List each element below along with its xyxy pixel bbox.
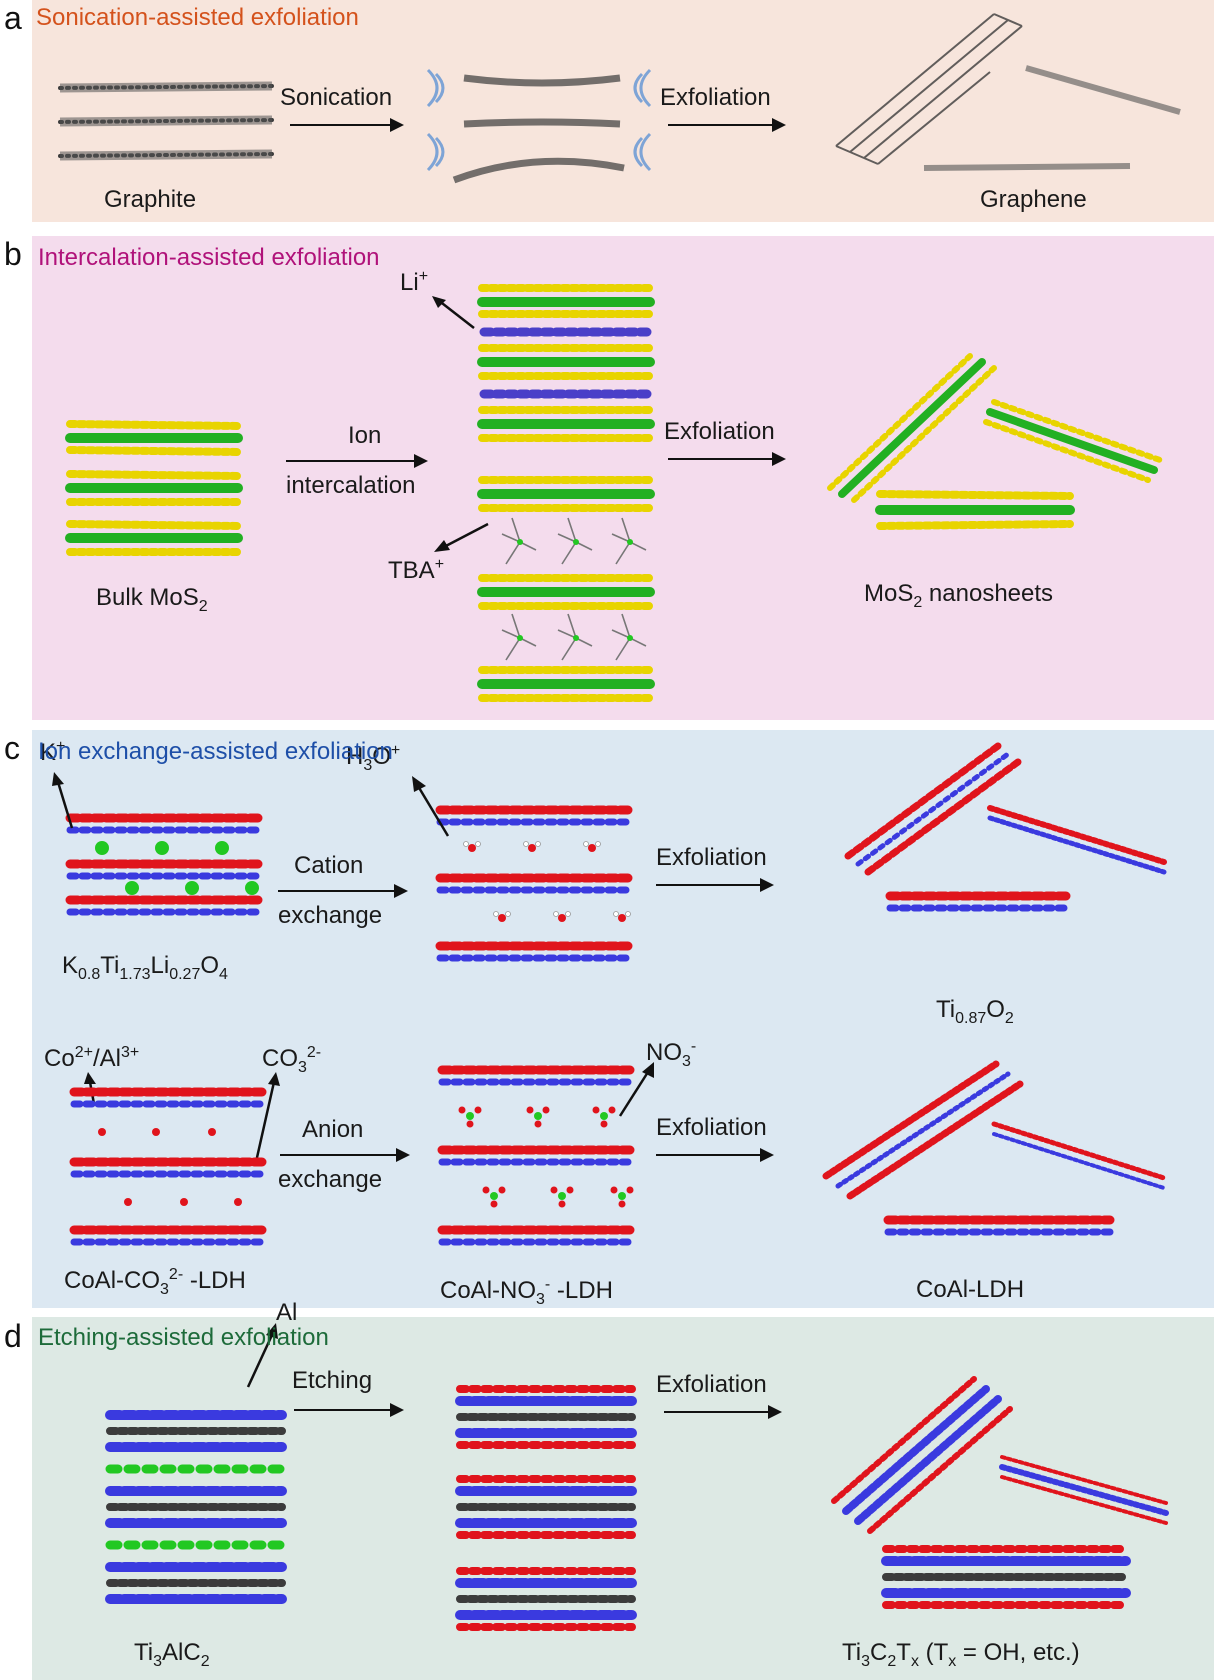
panel-letter-c: c: [4, 730, 20, 766]
sonication-label: Sonication: [280, 84, 393, 111]
ti-oxide-nanosheets-structure: [844, 742, 1167, 912]
panel-a: Graphite Sonication Exfoliation Graphene: [32, 0, 1214, 222]
mxene-nanosheets-structure: [831, 1376, 1169, 1609]
li-ion-label: Li+: [400, 268, 429, 296]
ion-label: Ion: [348, 422, 382, 449]
exfoliation-label-c2: Exfoliation: [656, 1114, 767, 1141]
ti-oxide-formula: Ti0.87O2: [936, 996, 1014, 1027]
cation-label: Cation: [294, 852, 364, 879]
al-pointer-arrow: [246, 1323, 278, 1388]
panel-letter-b: b: [4, 236, 22, 272]
anion-exchange-label: exchange: [278, 1166, 383, 1193]
h3o-pointer-arrow: [412, 776, 450, 837]
tba-intercalated-mos2-structure: [477, 476, 655, 702]
exfoliation-label-b: Exfoliation: [664, 418, 775, 445]
li-pointer-arrow: [432, 296, 475, 329]
cation-exchange-label: exchange: [278, 902, 383, 929]
panel-letter-d: d: [4, 1318, 22, 1354]
k-pointer-arrow: [52, 772, 74, 829]
exfoliation-label-a: Exfoliation: [660, 84, 771, 111]
intercalation-label: intercalation: [286, 472, 416, 499]
coal-co3-ldh-structure: [69, 1087, 271, 1246]
coal-no3-ldh-label: CoAl-NO3- -LDH: [440, 1276, 613, 1308]
ti3alc2-label: Ti3AlC2: [134, 1639, 210, 1670]
exfoliation-arrow-b: [668, 452, 786, 466]
al-label: Al: [276, 1299, 298, 1326]
co3-pointer-arrow: [254, 1072, 280, 1163]
exfoliation-arrow-a: [668, 118, 786, 132]
panel-letter-a: a: [4, 0, 22, 36]
coal-co3-ldh-label: CoAl-CO32- -LDH: [64, 1266, 246, 1298]
tba-pointer-arrow: [434, 522, 489, 552]
coal-no3-ldh-structure: [437, 1065, 639, 1246]
exfoliation-label-c1: Exfoliation: [656, 844, 767, 871]
anion-label: Anion: [302, 1116, 364, 1143]
co-al-ions-label: Co2+/Al3+: [44, 1044, 140, 1072]
protonated-titanate-structure: [435, 805, 637, 962]
h3o-ion-label: H3O+: [346, 742, 401, 774]
mos2-nanosheets-structure: [827, 353, 1163, 530]
mos2-nanosheets-label: MoS2 nanosheets: [864, 580, 1054, 611]
sonicated-graphite-structure: [426, 68, 652, 184]
ti3alc2-structure: [105, 1410, 287, 1604]
etched-mxene-structure: [455, 1385, 637, 1631]
exfoliation-arrow-d: [664, 1405, 782, 1419]
panel-c: K+ K0.8Ti1.73Li0.27O4 Cation exchange H3…: [32, 730, 1214, 1308]
panel-d: Al Ti3AlC2 Etching Exfoliation: [32, 1299, 1214, 1680]
etching-label: Etching: [292, 1367, 373, 1394]
graphene-label: Graphene: [980, 186, 1087, 213]
mxene-label: Ti3C2Tx (Tx = OH, etc.): [842, 1639, 1080, 1670]
li-intercalated-mos2-structure: [477, 284, 655, 442]
k-titanate-formula: K0.8Ti1.73Li0.27O4: [62, 952, 228, 983]
k-titanate-structure: [65, 813, 267, 916]
sonication-arrow: [290, 118, 404, 132]
coal-ldh-label: CoAl-LDH: [916, 1276, 1025, 1303]
panel-title-b: Intercalation-assisted exfoliation: [38, 244, 380, 271]
no3-ion-label: NO3-: [646, 1038, 697, 1070]
exfoliation-arrow-c2: [656, 1148, 774, 1162]
panel-title-d: Etching-assisted exfoliation: [38, 1324, 329, 1351]
k-ion-label: K+: [40, 738, 66, 766]
bulk-mos2-structure: [65, 420, 243, 556]
co3-ion-label: CO32-: [262, 1044, 322, 1076]
panel-title-c: Ion exchange-assisted exfoliation: [38, 738, 393, 765]
cation-exchange-arrow: [278, 884, 408, 898]
panel-title-a: Sonication-assisted exfoliation: [36, 4, 359, 31]
etching-arrow: [294, 1403, 404, 1417]
bulk-mos2-label: Bulk MoS2: [96, 584, 208, 615]
panel-b: Bulk MoS2 Ion intercalation Li+: [32, 236, 1214, 720]
exfoliation-arrow-c1: [656, 878, 774, 892]
anion-exchange-arrow: [280, 1148, 410, 1162]
coal-ldh-nanosheets-structure: [822, 1060, 1167, 1236]
tba-ion-label: TBA+: [388, 556, 445, 584]
graphite-label: Graphite: [104, 186, 197, 213]
no3-pointer-arrow: [618, 1062, 654, 1117]
graphene-structure: [835, 13, 1181, 171]
graphite-structure: [58, 81, 274, 161]
exfoliation-label-d: Exfoliation: [656, 1371, 767, 1398]
intercalation-arrow: [286, 454, 428, 468]
